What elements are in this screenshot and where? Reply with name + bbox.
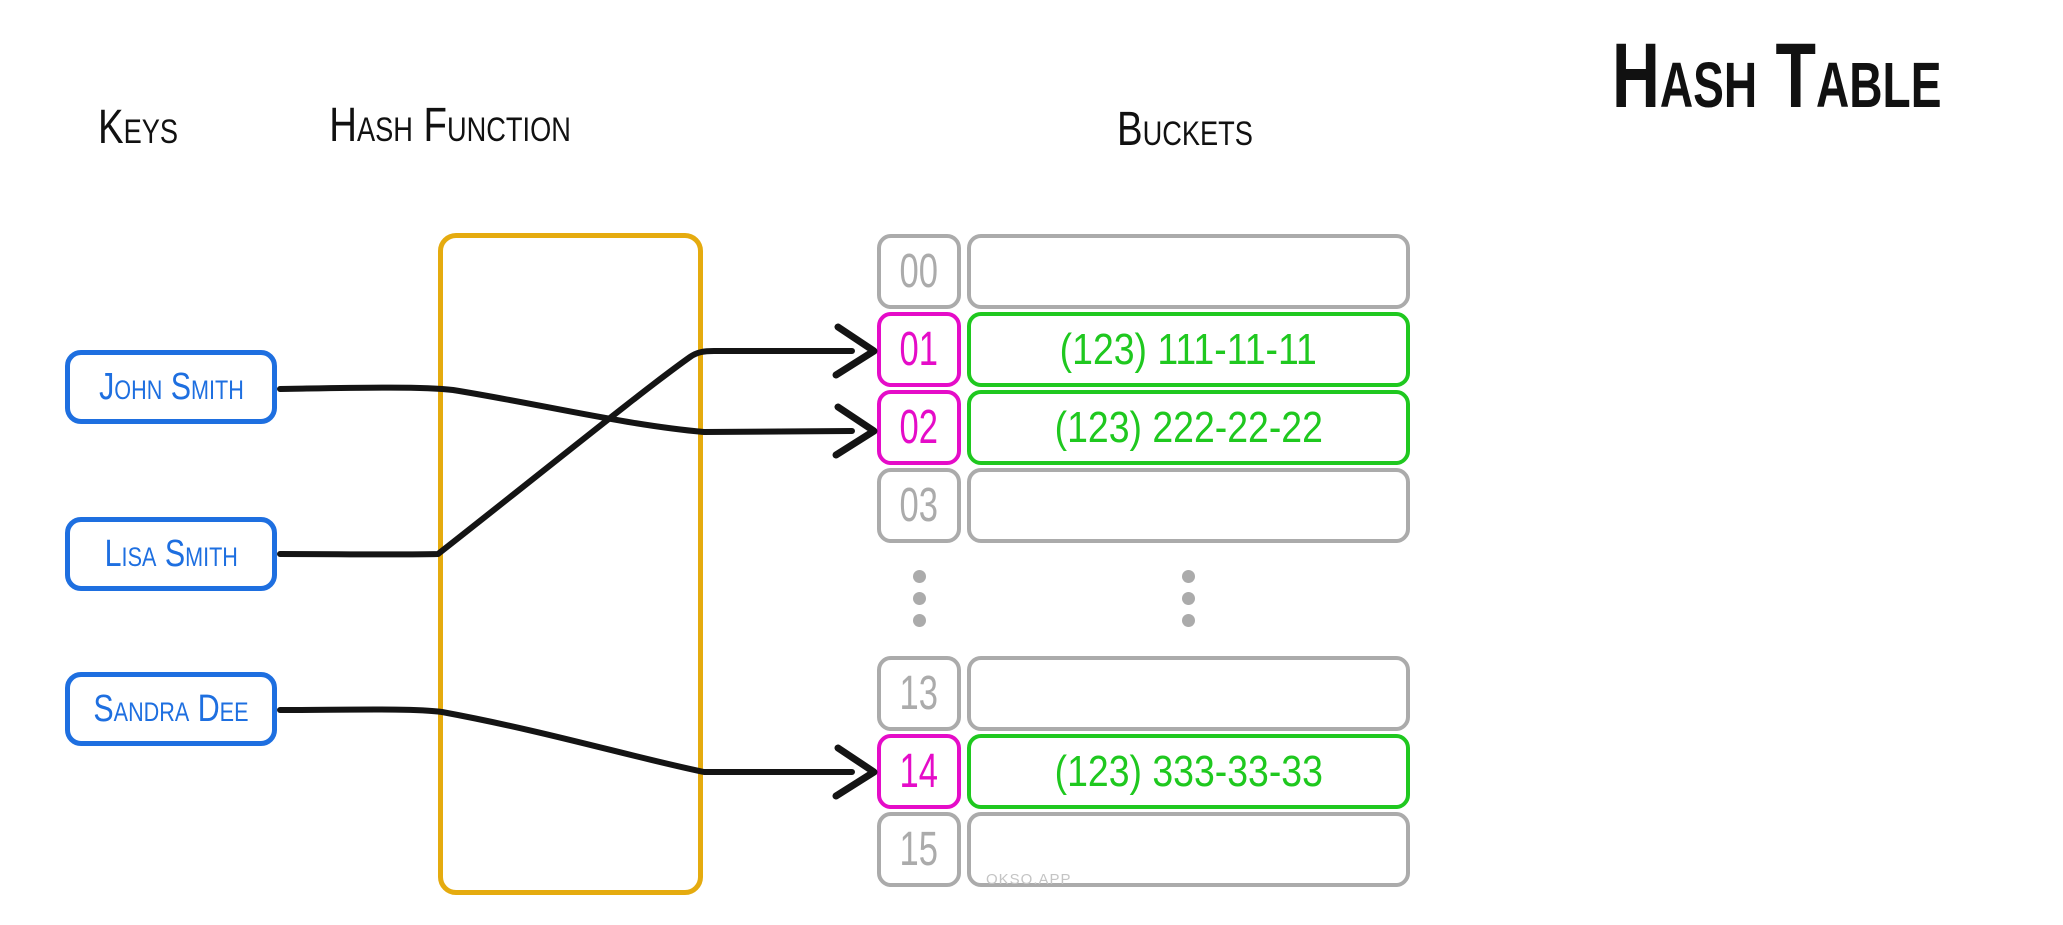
hash-function-column-label: Hash Function <box>320 102 580 150</box>
bucket-value-02-text: (123) 222-22-22 <box>1054 402 1323 452</box>
page-title: Hash Table <box>1612 25 1942 127</box>
key-box-sandra-dee: Sandra Dee <box>65 672 277 746</box>
bucket-value-01-text: (123) 111-11-11 <box>1059 324 1318 374</box>
hash-function-box <box>438 233 703 895</box>
watermark: OKSO.APP <box>986 871 1072 888</box>
bucket-index-13-text: 13 <box>899 666 939 720</box>
arrowhead-bucket-01 <box>832 323 878 379</box>
key-box-lisa-smith: Lisa Smith <box>65 517 277 591</box>
bucket-value-02: (123) 222-22-22 <box>967 390 1410 465</box>
bucket-index-02-text: 02 <box>899 400 939 454</box>
bucket-value-13 <box>967 656 1410 731</box>
bucket-value-01: (123) 111-11-11 <box>967 312 1410 387</box>
bucket-value-03 <box>967 468 1410 543</box>
ellipsis-index-column <box>913 570 926 627</box>
keys-column-label: Keys <box>58 104 218 152</box>
bucket-index-00: 00 <box>877 234 961 309</box>
bucket-index-00-text: 00 <box>899 244 939 298</box>
ellipsis-value-column <box>1182 570 1195 627</box>
bucket-value-00 <box>967 234 1410 309</box>
arrowhead-bucket-02 <box>832 403 878 459</box>
bucket-index-03: 03 <box>877 468 961 543</box>
buckets-column-label: Buckets <box>1100 106 1270 154</box>
bucket-value-14-text: (123) 333-33-33 <box>1054 746 1323 796</box>
bucket-index-03-text: 03 <box>899 478 939 532</box>
bucket-value-14: (123) 333-33-33 <box>967 734 1410 809</box>
keys-column-label-text: Keys <box>97 101 179 154</box>
bucket-index-15: 15 <box>877 812 961 887</box>
bucket-index-14: 14 <box>877 734 961 809</box>
key-box-john-smith: John Smith <box>65 350 277 424</box>
bucket-index-13: 13 <box>877 656 961 731</box>
buckets-column-label-text: Buckets <box>1117 103 1253 156</box>
bucket-index-02: 02 <box>877 390 961 465</box>
bucket-index-15-text: 15 <box>899 822 939 876</box>
arrowhead-bucket-14 <box>832 744 878 800</box>
bucket-value-15 <box>967 812 1410 887</box>
key-label-lisa-smith: Lisa Smith <box>104 533 238 575</box>
hash-function-column-label-text: Hash Function <box>329 99 571 152</box>
key-label-john-smith: John Smith <box>98 366 244 408</box>
bucket-index-14-text: 14 <box>899 744 939 798</box>
bucket-index-01-text: 01 <box>899 322 939 376</box>
bucket-index-01: 01 <box>877 312 961 387</box>
key-label-sandra-dee: Sandra Dee <box>93 688 249 730</box>
